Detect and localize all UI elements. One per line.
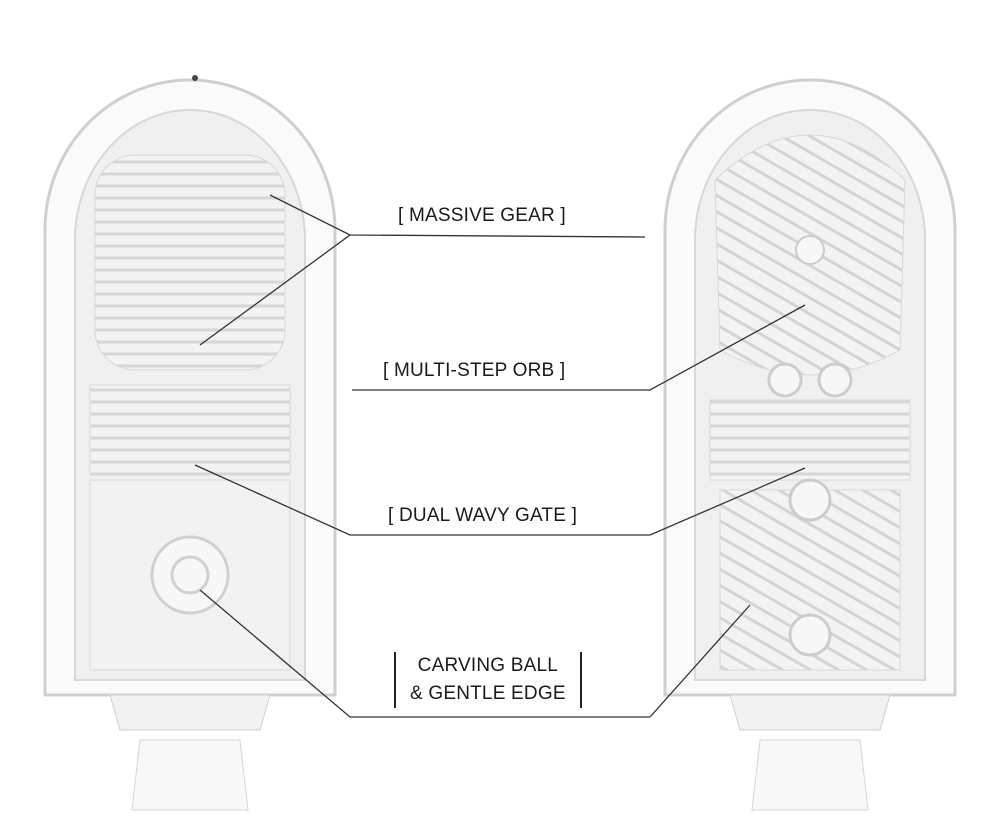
leader-multi-step-orb — [352, 304, 806, 391]
label-massive-gear: [ MASSIVE GEAR ] — [398, 205, 566, 226]
leader-dual-wavy-gate — [194, 464, 806, 536]
leader-massive-gear-2 — [199, 234, 351, 346]
label-carving-ball: CARVING BALL & GENTLE EDGE — [394, 652, 582, 708]
right-sleeve-cutaway — [663, 78, 957, 811]
label-carving-ball-line1: CARVING BALL — [417, 655, 559, 676]
leader-carving-ball — [199, 589, 751, 718]
label-multi-step-orb: [ MULTI-STEP ORB ] — [383, 360, 566, 381]
label-carving-ball-line2: & GENTLE EDGE — [410, 683, 566, 704]
left-sleeve-cutaway — [43, 75, 337, 811]
label-dual-wavy-gate: [ DUAL WAVY GATE ] — [388, 505, 578, 526]
